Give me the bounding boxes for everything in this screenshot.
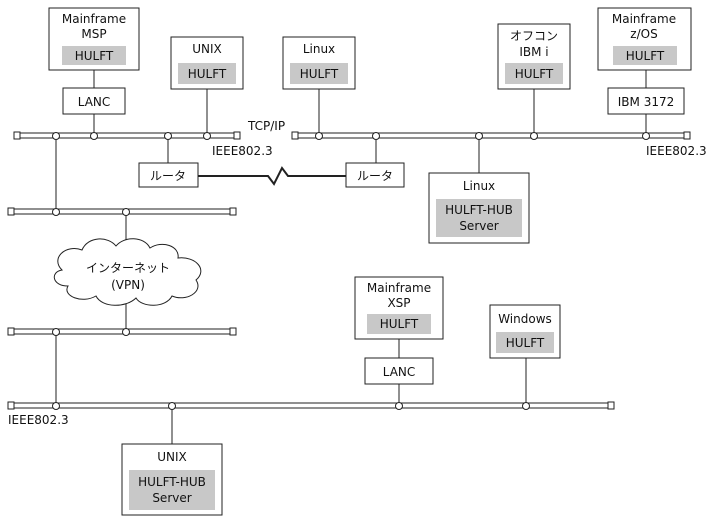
product-label: HULFT xyxy=(515,67,554,81)
system-unix-top: UNIX HULFT xyxy=(170,36,244,90)
product-label: HULFT xyxy=(506,336,545,350)
system-title: Linux xyxy=(463,179,495,193)
bus-top-right xyxy=(291,131,691,140)
system-unix-hub: UNIX HULFT-HUB Server xyxy=(121,443,223,516)
system-title: Windows xyxy=(498,312,552,326)
bus-second xyxy=(7,207,237,216)
internet-cloud: インターネット (VPN) xyxy=(53,238,202,306)
system-linux-top: Linux HULFT xyxy=(282,36,356,90)
system-windows: Windows HULFT xyxy=(489,304,561,359)
ieee-label-top-right: IEEE802.3 xyxy=(646,144,707,158)
system-title-line2: z/OS xyxy=(630,27,657,41)
device-ibm3172: IBM 3172 xyxy=(607,87,685,115)
device-router-right: ルータ xyxy=(345,162,405,188)
system-title-line1: Mainframe xyxy=(612,12,676,26)
bus-top-left xyxy=(13,131,241,140)
product-badge xyxy=(496,332,554,353)
product-label-line1: HULFT-HUB xyxy=(138,475,206,489)
product-badge xyxy=(62,46,126,65)
cloud-label-line1: インターネット xyxy=(86,261,170,275)
product-label: HULFT xyxy=(300,67,339,81)
product-badge xyxy=(436,199,522,237)
product-label: HULFT xyxy=(188,67,227,81)
cloud-label-line2: (VPN) xyxy=(111,278,145,292)
device-lanc-top: LANC xyxy=(62,87,126,115)
system-mainframe-xsp: Mainframe XSP HULFT xyxy=(354,276,444,340)
system-mainframe-msp: Mainframe MSP HULFT xyxy=(48,7,140,71)
tcpip-label: TCP/IP xyxy=(247,119,285,133)
device-label: LANC xyxy=(383,365,416,379)
product-badge xyxy=(129,470,215,510)
system-title-line1: Mainframe xyxy=(62,12,126,26)
device-label: LANC xyxy=(78,95,111,109)
bus-bottom xyxy=(7,401,615,410)
system-mainframe-zos: Mainframe z/OS HULFT xyxy=(597,7,692,71)
system-office-ibmi: オフコン IBM i HULFT xyxy=(497,23,571,90)
device-label: ルータ xyxy=(357,169,393,183)
product-badge xyxy=(505,63,563,84)
system-title-line1: オフコン xyxy=(510,29,558,43)
system-title-line2: XSP xyxy=(387,296,410,310)
system-title-line2: IBM i xyxy=(519,45,548,59)
system-title: UNIX xyxy=(157,450,187,464)
device-label: ルータ xyxy=(150,169,186,183)
product-badge xyxy=(613,46,677,65)
product-label: HULFT xyxy=(626,49,665,63)
bus-third xyxy=(7,327,237,336)
device-router-left: ルータ xyxy=(138,162,199,188)
product-label-line2: Server xyxy=(152,491,191,505)
product-badge xyxy=(290,63,348,84)
product-badge xyxy=(367,314,431,334)
device-lanc-bottom: LANC xyxy=(364,357,434,385)
system-title-line1: Mainframe xyxy=(367,281,431,295)
system-linux-hub: Linux HULFT-HUB Server xyxy=(428,172,530,244)
product-label-line2: Server xyxy=(459,219,498,233)
product-label: HULFT xyxy=(75,49,114,63)
product-label: HULFT xyxy=(380,317,419,331)
connectors xyxy=(55,70,647,444)
product-badge xyxy=(178,63,236,84)
ieee-label-top-left: IEEE802.3 xyxy=(212,144,273,158)
system-title: UNIX xyxy=(192,42,222,56)
bus-nodes xyxy=(52,132,650,410)
device-label: IBM 3172 xyxy=(618,95,674,109)
ieee-label-bottom: IEEE802.3 xyxy=(8,413,69,427)
product-label-line1: HULFT-HUB xyxy=(445,203,513,217)
system-title: Linux xyxy=(303,42,335,56)
system-title-line2: MSP xyxy=(81,27,106,41)
